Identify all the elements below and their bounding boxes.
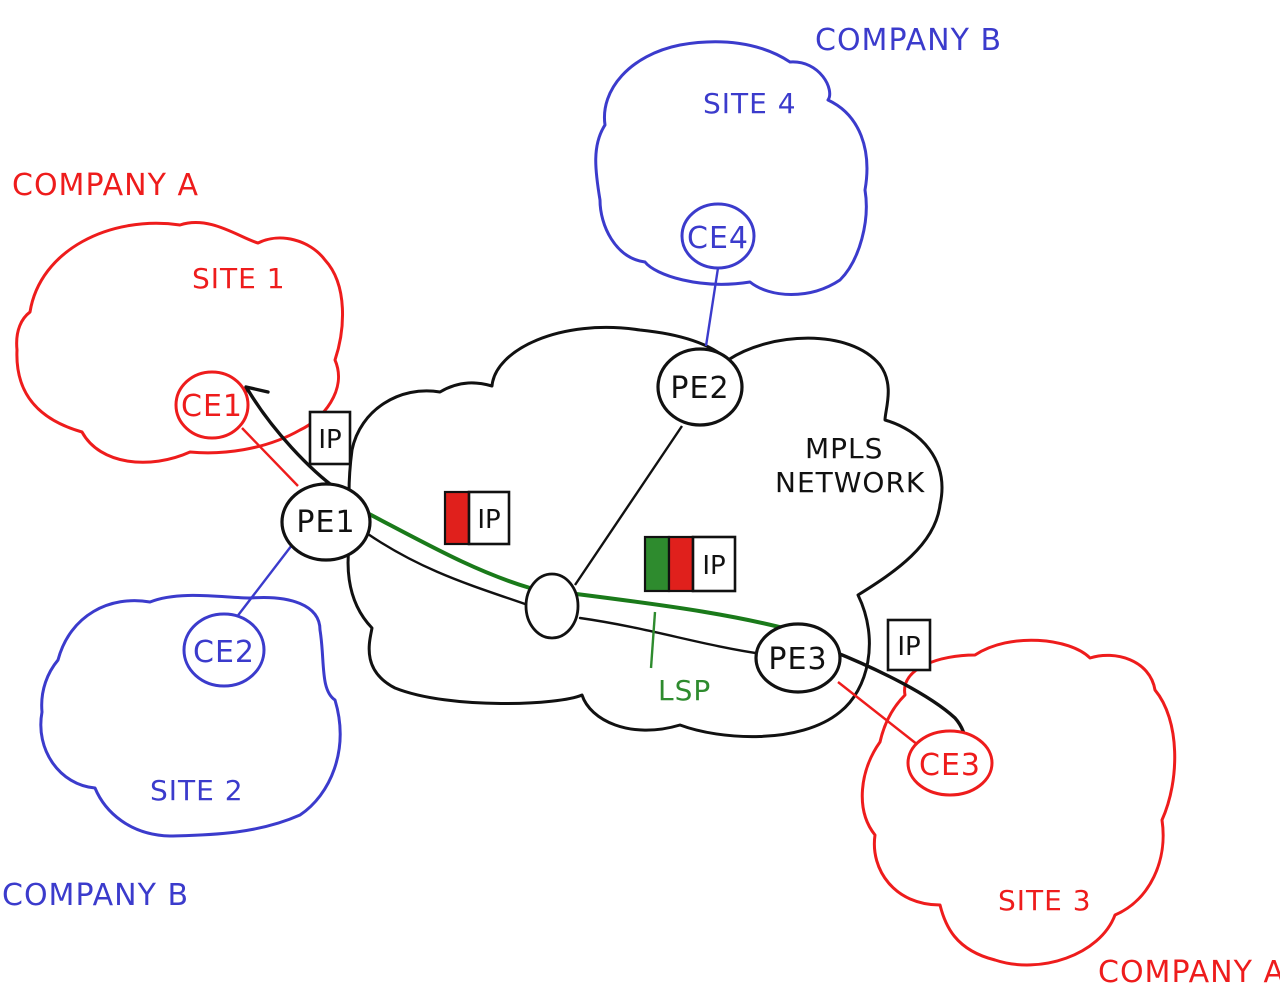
- site2-cloud: [39, 593, 342, 838]
- mpls-network-cloud: [346, 325, 944, 739]
- company-a-bottom-label: COMPANY A: [1098, 955, 1280, 990]
- link-pe1-p: [363, 530, 527, 606]
- packet-ip-site1-label: IP: [318, 425, 341, 455]
- p-router[interactable]: [524, 572, 580, 640]
- site4-label: SITE 4: [703, 87, 797, 120]
- pe2-label: PE2: [670, 371, 729, 406]
- lsp-label-green: [643, 535, 671, 593]
- link-ce4-pe2: [704, 267, 720, 347]
- link-pe2-p: [574, 425, 683, 586]
- site3-cloud: [860, 638, 1177, 967]
- packet-lsp-ip-label: IP: [702, 551, 725, 581]
- packet-vpn-ip-label: IP: [477, 505, 500, 535]
- company-b-bottom-label: COMPANY B: [2, 878, 189, 913]
- ce1-label: CE1: [181, 389, 243, 424]
- site2-label: SITE 2: [150, 774, 244, 807]
- packet-lsp-vpn-label-ip: IP: [643, 535, 737, 593]
- packet-vpn-label-ip: IP: [443, 490, 511, 546]
- pe1-label: PE1: [296, 505, 355, 540]
- link-pe3-ce3: [837, 681, 919, 746]
- ce2-label: CE2: [193, 635, 255, 670]
- pe1-router[interactable]: PE1: [280, 482, 372, 562]
- site3-label: SITE 3: [998, 884, 1092, 917]
- company-b-top-label: COMPANY B: [815, 23, 1002, 58]
- pe3-router[interactable]: PE3: [754, 622, 842, 694]
- ce2-router[interactable]: CE2: [182, 612, 266, 688]
- mpls-label-line1: MPLS: [805, 432, 883, 465]
- site1-label: SITE 1: [192, 262, 286, 295]
- ce3-label: CE3: [919, 748, 981, 783]
- packet-ip-site3-label: IP: [897, 632, 920, 662]
- link-ce2-pe1: [235, 544, 293, 619]
- pe2-router[interactable]: PE2: [656, 347, 744, 427]
- ce4-label: CE4: [687, 221, 749, 256]
- mpls-label-line2: NETWORK: [775, 466, 925, 499]
- pe3-label: PE3: [768, 642, 827, 677]
- link-p-pe3: [578, 616, 764, 656]
- vpn-label-red-2: [667, 535, 695, 593]
- ce4-router[interactable]: CE4: [680, 202, 756, 270]
- vpn-label-red: [443, 490, 471, 546]
- packet-ip-site3: IP: [886, 618, 932, 672]
- lsp-label: LSP: [658, 674, 711, 707]
- packet-ip-site1: IP: [308, 410, 352, 466]
- ce1-router[interactable]: CE1: [174, 370, 250, 440]
- link-ce1-pe1: [241, 427, 299, 487]
- lsp-pointer: [649, 611, 657, 669]
- site4-cloud: [594, 40, 869, 296]
- site1-cloud: [15, 221, 345, 464]
- company-a-top-label: COMPANY A: [12, 168, 199, 203]
- ce3-router[interactable]: CE3: [906, 729, 994, 797]
